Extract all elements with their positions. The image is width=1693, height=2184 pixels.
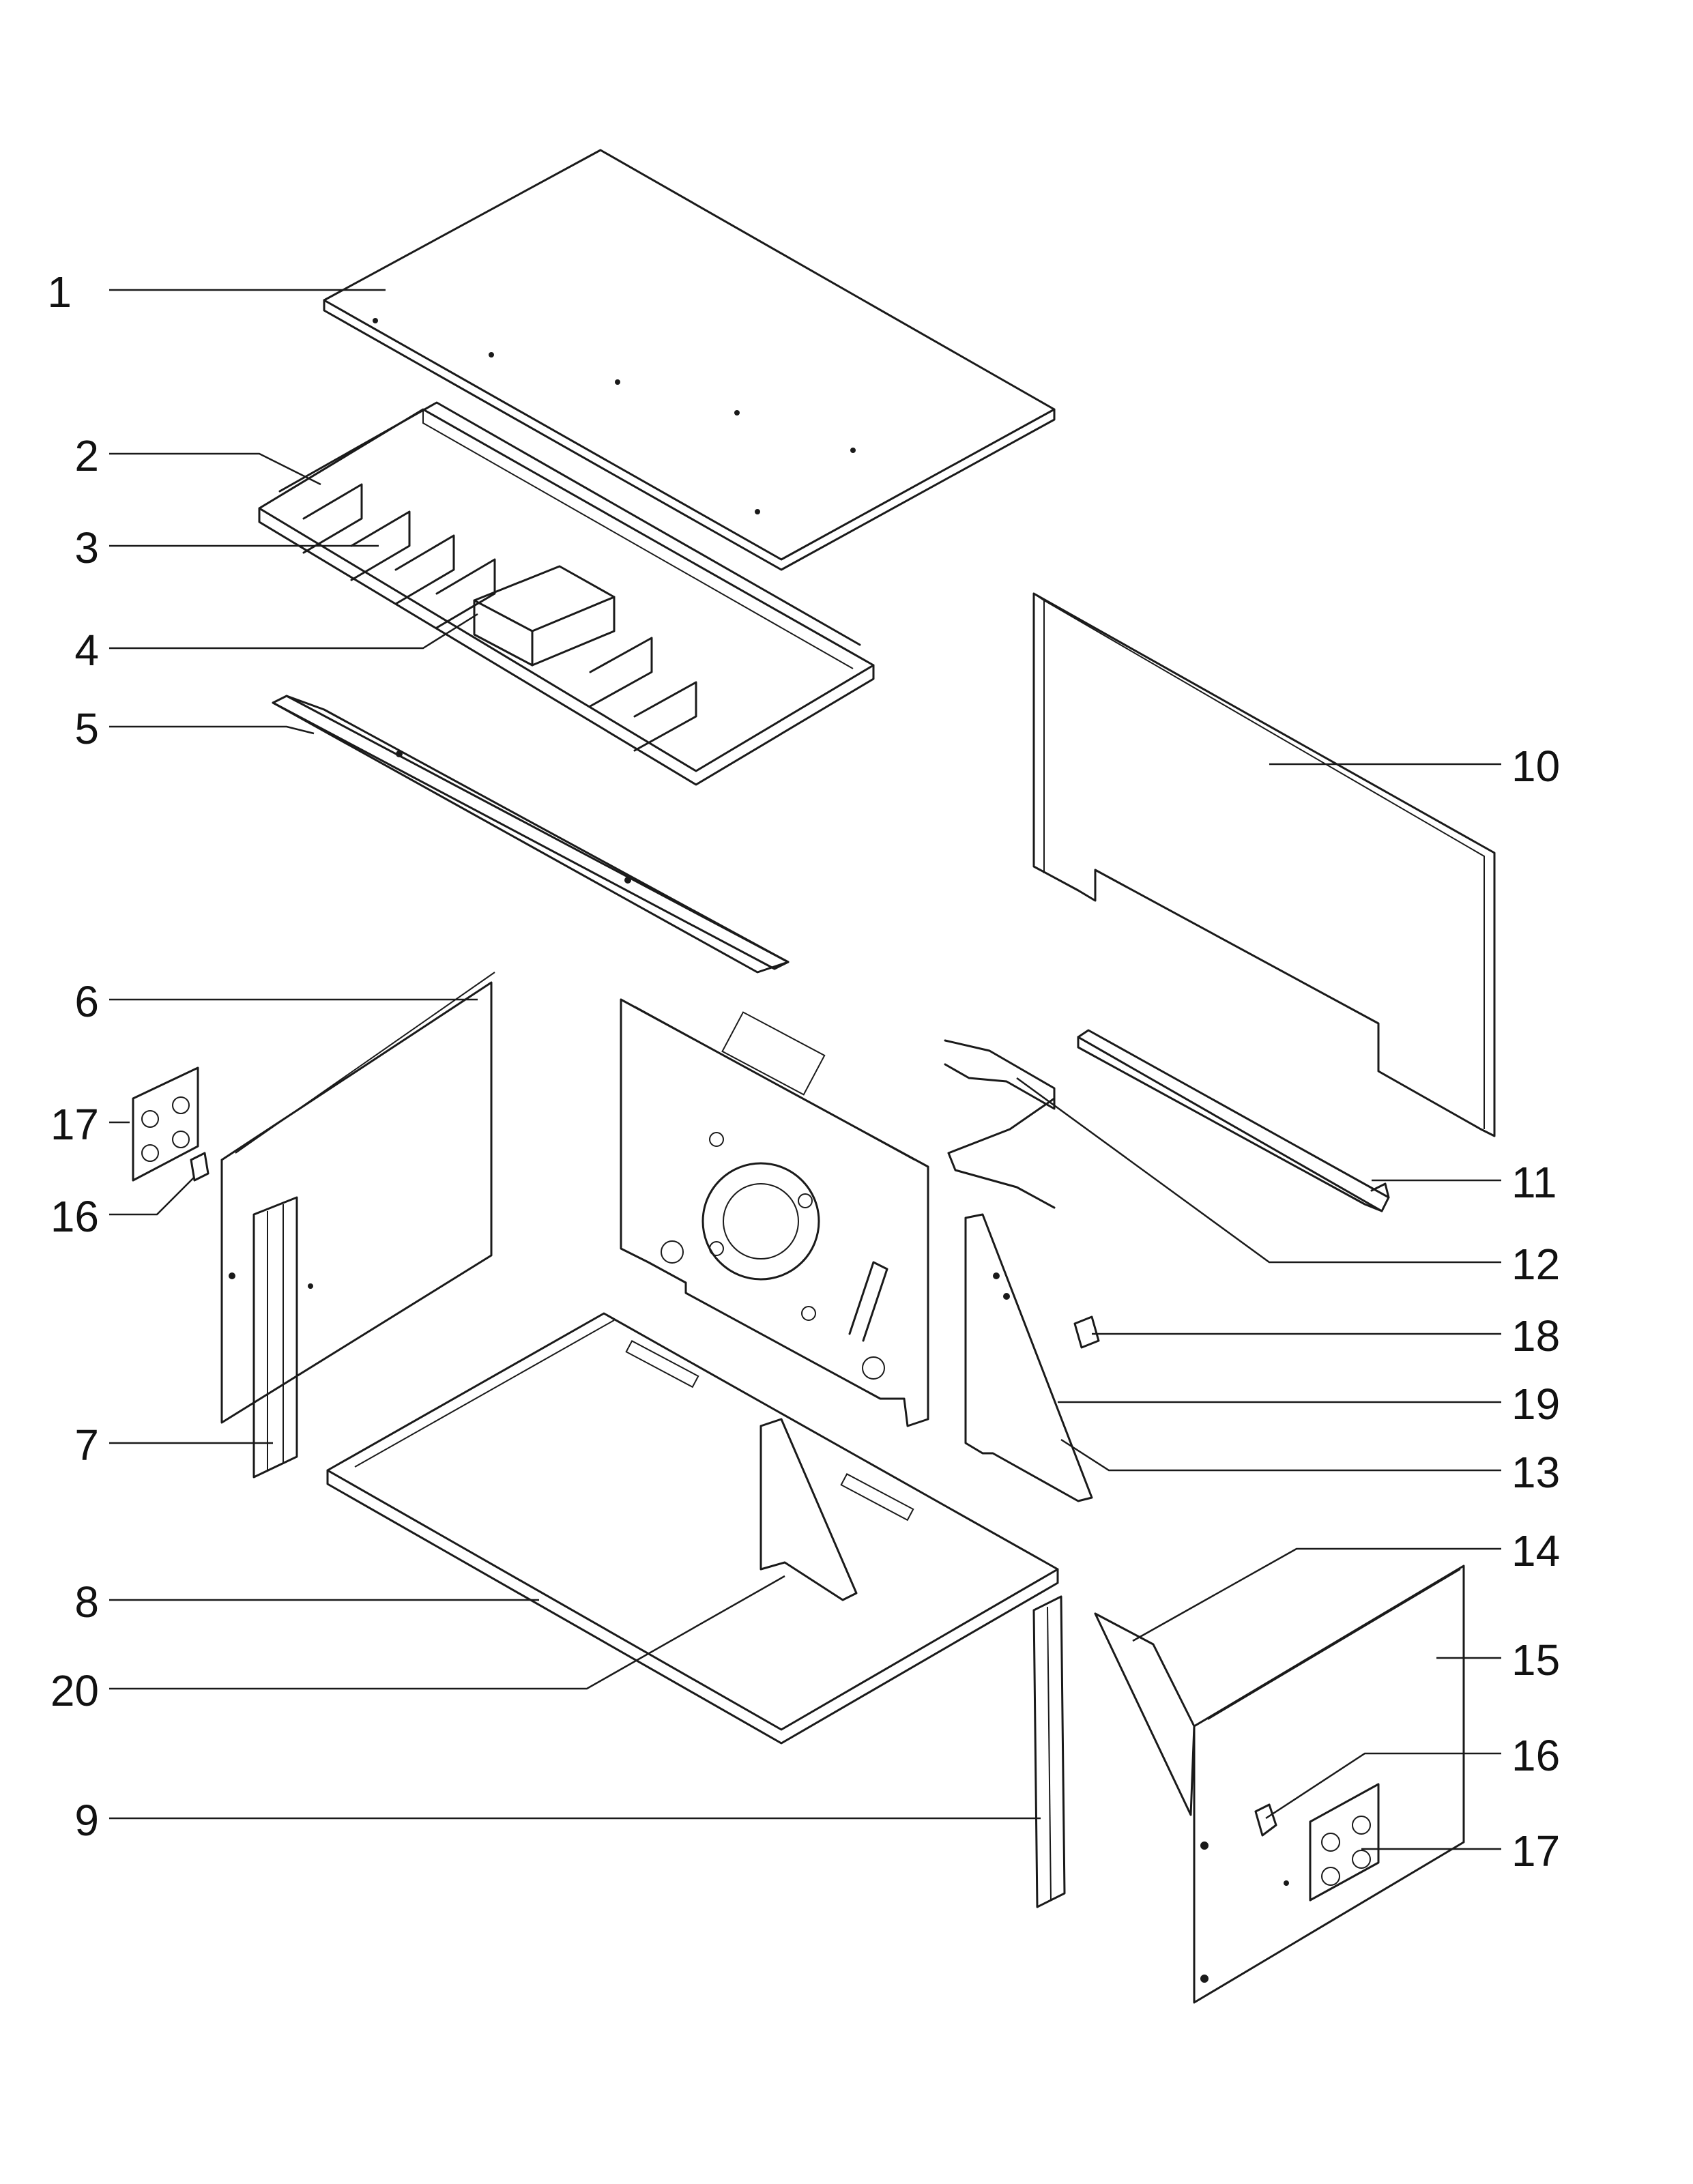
callout-6: 6	[74, 977, 99, 1026]
callout-12: 12	[1511, 1240, 1560, 1289]
callout-4: 4	[74, 626, 99, 675]
callout-3: 3	[74, 523, 99, 572]
callout-17-left: 17	[50, 1100, 99, 1149]
part-16-left-latch	[190, 1152, 209, 1182]
center-back-panel	[620, 998, 929, 1427]
callout-7: 7	[74, 1421, 99, 1470]
leader-lines	[109, 289, 1501, 1850]
part-2-upper-tray	[258, 401, 875, 786]
callout-8: 8	[74, 1577, 99, 1627]
callout-11: 11	[1511, 1158, 1557, 1207]
part-9-upright	[1032, 1595, 1066, 1908]
callout-16-right: 16	[1511, 1731, 1560, 1780]
part-12-bracket	[944, 1039, 1056, 1209]
part-17-right-mount-plate	[1309, 1783, 1380, 1902]
callout-20: 20	[50, 1666, 99, 1715]
callout-1: 1	[47, 267, 72, 317]
part-10-rear-panel	[1032, 592, 1496, 1137]
part-20-gusset	[759, 1418, 858, 1601]
part-15-right-panel	[1193, 1564, 1465, 2004]
callout-14: 14	[1511, 1526, 1560, 1575]
callout-labels: 1 2 3 4 5 6 17 16 7 8 20 9 10 11 12 18 1…	[47, 267, 1560, 1876]
part-16-right-latch	[1254, 1803, 1277, 1837]
callout-9: 9	[74, 1796, 99, 1845]
part-19-bracket	[964, 1213, 1093, 1502]
callout-2: 2	[74, 431, 99, 480]
callout-15: 15	[1511, 1635, 1560, 1685]
part-17-left-mount-plate	[132, 1066, 199, 1182]
part-14-gusset	[1094, 1612, 1196, 1816]
part-6-left-frame	[220, 972, 495, 1424]
part-18-clip	[1073, 1315, 1100, 1349]
part-7-upright	[252, 1196, 298, 1479]
callout-10: 10	[1511, 742, 1560, 791]
part-8-base-plate	[326, 1312, 1059, 1745]
part-4-box	[473, 565, 616, 667]
callout-5: 5	[74, 704, 99, 753]
callout-17-right: 17	[1511, 1826, 1560, 1876]
part-5-rail	[272, 695, 790, 974]
part-3-partitions	[302, 483, 697, 752]
callout-16-left: 16	[50, 1192, 99, 1241]
callout-19: 19	[1511, 1380, 1560, 1429]
part-11-channel	[1077, 1029, 1390, 1212]
callout-18: 18	[1511, 1311, 1560, 1360]
part-1-top-panel	[323, 149, 1056, 571]
callout-13: 13	[1511, 1448, 1560, 1497]
